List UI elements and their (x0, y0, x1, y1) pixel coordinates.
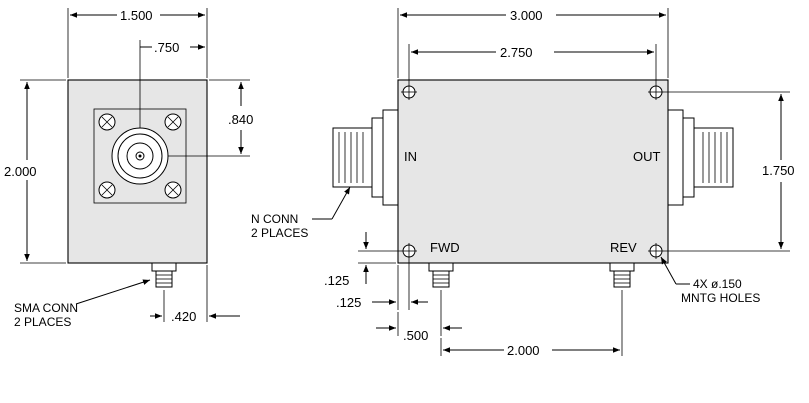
dim-offset-side: .840 (168, 79, 253, 157)
dim-offset-top: .750 (139, 40, 205, 128)
mounting-hole-icon (401, 243, 417, 259)
sma-note-line2: 2 PLACES (14, 315, 71, 329)
sma-note: SMA CONN 2 PLACES (14, 279, 151, 329)
mounting-holes (401, 84, 664, 259)
label-rev: REV (610, 240, 637, 255)
dim-offset-side-label: .840 (228, 112, 253, 127)
dim-fwd-offset: .500 (376, 290, 462, 343)
sma-connector-fwd (428, 262, 454, 288)
dim-hole-height: 1.750 (664, 91, 795, 252)
dim-hole-height-label: 1.750 (762, 163, 795, 178)
screw-icon (98, 113, 116, 131)
dim-overall-width: 3.000 (397, 8, 669, 78)
dim-height: 2.000 (4, 79, 66, 264)
dim-edge-vertical-label: .125 (324, 273, 349, 288)
n-conn-note-line1: N CONN (251, 212, 298, 226)
dim-edge-horizontal: .125 (336, 259, 428, 310)
dim-width-label: 1.500 (120, 8, 153, 23)
dim-fwd-offset-label: .500 (403, 328, 428, 343)
side-view: 1.500 .750 2.000 .840 (4, 8, 253, 329)
sma-connector-side (151, 262, 177, 288)
n-conn-note-line2: 2 PLACES (251, 226, 308, 240)
label-in: IN (404, 149, 417, 164)
label-fwd: FWD (430, 240, 460, 255)
dim-height-label: 2.000 (4, 164, 37, 179)
n-conn-note: N CONN 2 PLACES (251, 186, 351, 240)
sma-connector-rev (609, 262, 635, 288)
sma-note-line1: SMA CONN (14, 301, 78, 315)
holes-note-line2: MNTG HOLES (681, 291, 760, 305)
label-out: OUT (633, 149, 661, 164)
dim-sma-offset-label: .420 (171, 309, 196, 324)
dim-edge-horizontal-label: .125 (336, 295, 361, 310)
screw-icon (164, 113, 182, 131)
dim-edge-vertical: .125 (324, 232, 401, 288)
dim-width: 1.500 (67, 8, 208, 78)
n-connector-out (667, 109, 734, 206)
flange-screws (98, 113, 182, 199)
dim-port-spacing: 2.000 (440, 290, 623, 358)
dim-offset-top-label: .750 (154, 40, 179, 55)
mounting-hole-icon (648, 84, 664, 100)
n-connector-in (332, 109, 399, 206)
front-view: IN OUT FWD REV 3.000 (251, 8, 795, 358)
holes-note: 4X ø.150 MNTG HOLES (660, 256, 760, 305)
dim-overall-width-label: 3.000 (510, 8, 543, 23)
dim-hole-spacing-label: 2.750 (500, 45, 533, 60)
mounting-hole-icon (648, 243, 664, 259)
screw-icon (164, 181, 182, 199)
dim-sma-offset: .420 (150, 265, 240, 324)
mounting-hole-icon (401, 84, 417, 100)
dim-hole-spacing: 2.750 (408, 44, 657, 84)
screw-icon (98, 181, 116, 199)
dim-port-spacing-label: 2.000 (507, 343, 540, 358)
holes-note-line1: 4X ø.150 (693, 277, 742, 291)
front-body (397, 79, 669, 264)
